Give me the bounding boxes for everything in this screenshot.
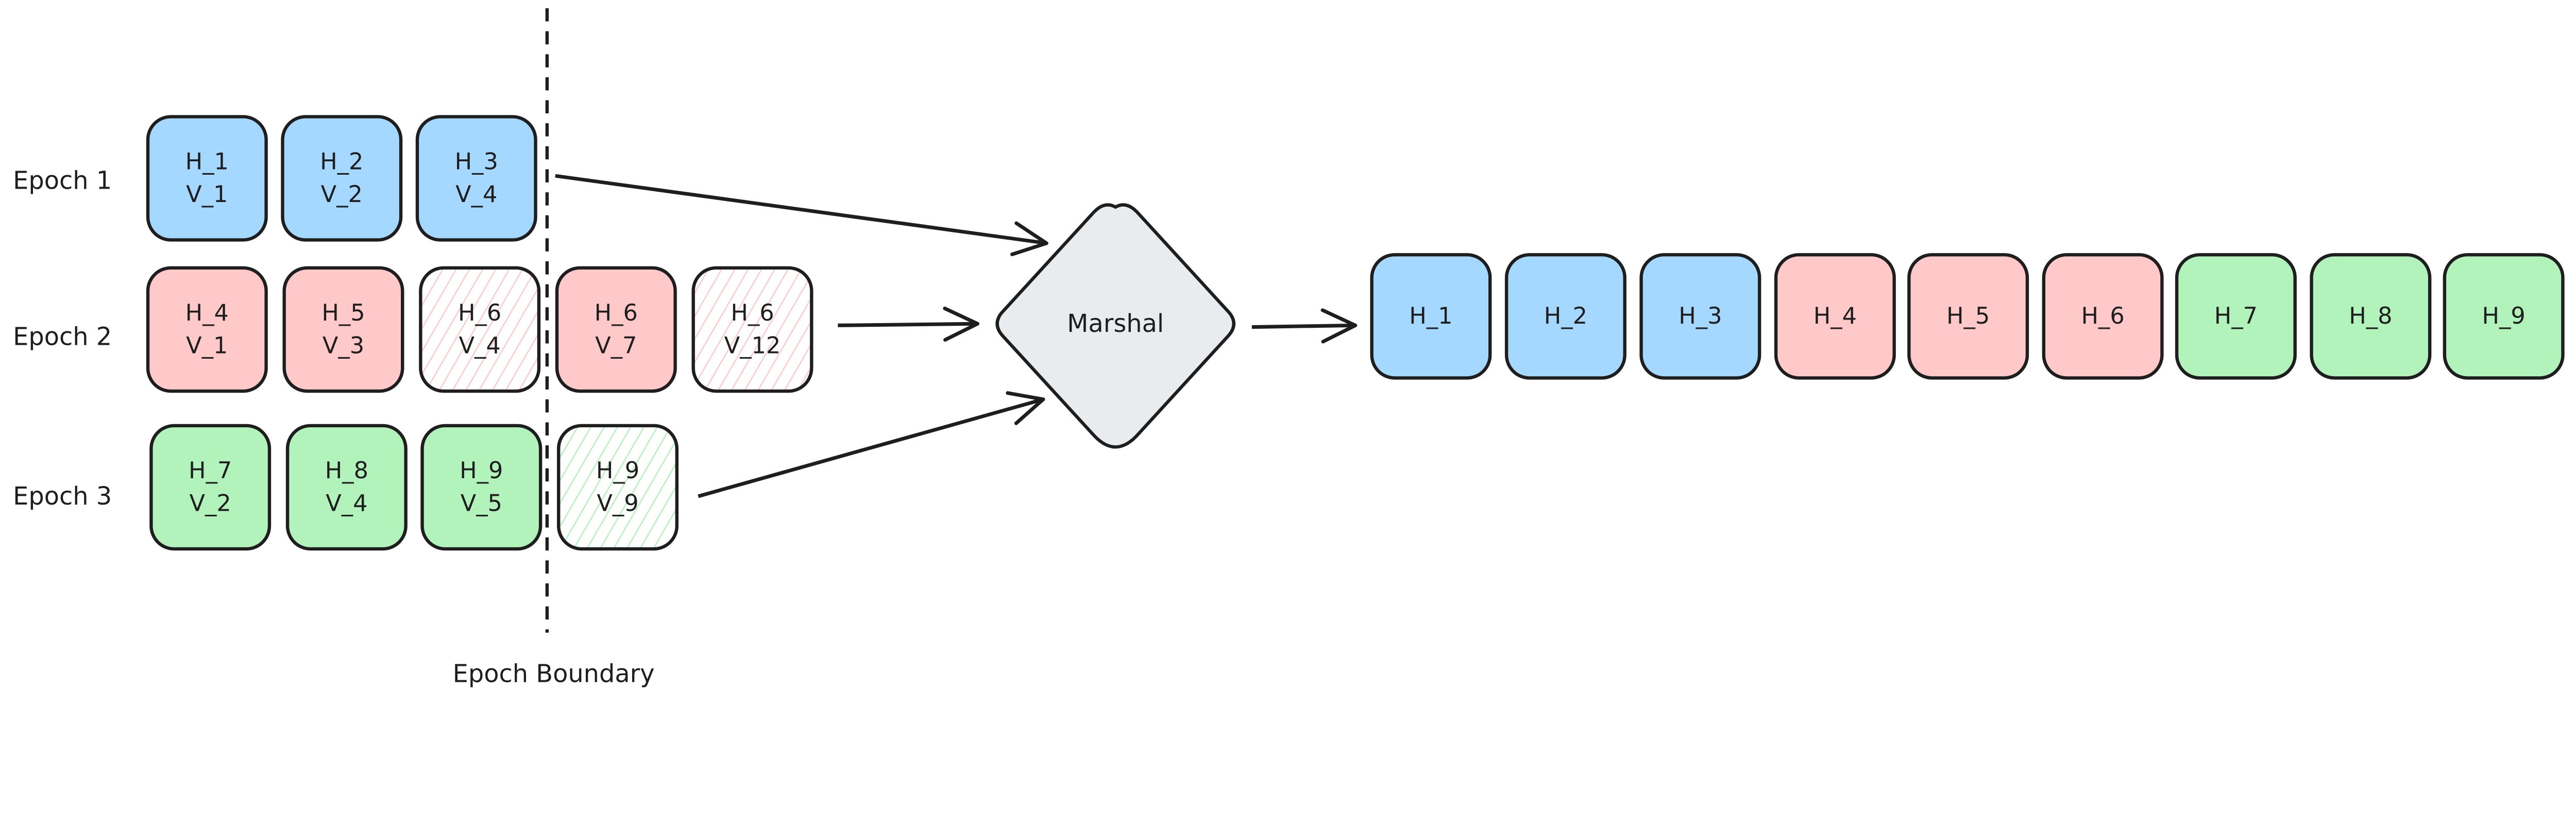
epoch-row-1: Epoch 1H_1V_1H_2V_2H_3V_4 (13, 115, 537, 242)
output-block: H_8 (2310, 253, 2432, 380)
block-h-label: H_5 (321, 299, 365, 326)
block: H_5V_3 (282, 266, 404, 393)
block: H_3V_4 (415, 115, 537, 242)
output-block-label: H_1 (1409, 303, 1452, 329)
block-v-label: V_4 (459, 332, 501, 359)
output-block-label: H_8 (2349, 303, 2392, 329)
output-block: H_5 (1907, 253, 2029, 380)
epoch-label: Epoch 3 (13, 482, 112, 511)
output-block-label: H_6 (2081, 303, 2124, 329)
epoch-boundary-label: Epoch Boundary (453, 660, 655, 688)
output-block: H_1 (1370, 253, 1492, 380)
epoch-label: Epoch 2 (13, 323, 112, 351)
output-block-label: H_4 (1814, 303, 1857, 329)
arrow-2 (838, 306, 979, 342)
block: H_7V_2 (149, 424, 272, 551)
output-block: H_3 (1639, 253, 1761, 380)
block: H_8V_4 (285, 424, 408, 551)
marshal-label: Marshal (1067, 310, 1164, 338)
block-h-label: H_3 (455, 148, 498, 175)
epoch-row-2: Epoch 2H_4V_1H_5V_3H_6V_4H_6V_7H_6V_12 (13, 266, 814, 393)
epoch-row-3: Epoch 3H_7V_2H_8V_4H_9V_5H_9V_9 (13, 424, 679, 551)
block-h-label: H_6 (731, 299, 774, 326)
block-h-label: H_6 (458, 299, 501, 326)
block-h-label: H_9 (596, 457, 639, 484)
block-v-label: V_1 (186, 332, 228, 359)
block-hatched: H_6V_12 (691, 266, 814, 393)
arrows (555, 174, 1358, 498)
block-v-label: V_2 (190, 490, 231, 517)
block-v-label: V_2 (321, 181, 363, 208)
block-v-label: V_7 (595, 332, 637, 359)
output-block: H_7 (2175, 253, 2297, 380)
block-v-label: V_3 (323, 332, 364, 359)
block-v-label: V_4 (455, 181, 497, 208)
output-block: H_9 (2443, 253, 2565, 380)
output-block-label: H_5 (1946, 303, 1990, 329)
block: H_4V_1 (146, 266, 268, 393)
block-h-label: H_2 (320, 148, 363, 175)
block-h-label: H_1 (185, 148, 229, 175)
block-hatched: H_9V_9 (557, 424, 679, 551)
block-v-label: V_12 (724, 332, 781, 359)
block-v-label: V_5 (461, 490, 502, 517)
block-h-label: H_7 (189, 457, 232, 484)
block-h-label: H_8 (325, 457, 368, 484)
output-block-label: H_2 (1544, 303, 1587, 329)
arrow-3 (698, 391, 1045, 498)
arrow-4 (1251, 308, 1358, 344)
block: H_9V_5 (420, 424, 543, 551)
epoch-label: Epoch 1 (13, 167, 112, 195)
block: H_6V_7 (555, 266, 677, 393)
block-v-label: V_9 (597, 490, 638, 517)
block-v-label: V_4 (326, 490, 367, 517)
block: H_1V_1 (146, 115, 268, 242)
marshal-node: Marshal (995, 203, 1235, 449)
output-block-label: H_7 (2214, 303, 2258, 329)
output-block: H_4 (1774, 253, 1896, 380)
output-block: H_6 (2042, 253, 2164, 380)
output-block-label: H_3 (1679, 303, 1722, 329)
block-h-label: H_6 (595, 299, 638, 326)
block-hatched: H_6V_4 (419, 266, 541, 393)
output-block: H_2 (1504, 253, 1626, 380)
block-v-label: V_1 (186, 181, 228, 208)
block-h-label: H_4 (185, 299, 229, 326)
output-block-label: H_9 (2482, 303, 2526, 329)
block: H_2V_2 (281, 115, 403, 242)
diagram-canvas: Epoch Boundary Epoch 1H_1V_1H_2V_2H_3V_4… (13, 8, 2565, 688)
arrow-1 (555, 174, 1048, 257)
block-h-label: H_9 (460, 457, 503, 484)
